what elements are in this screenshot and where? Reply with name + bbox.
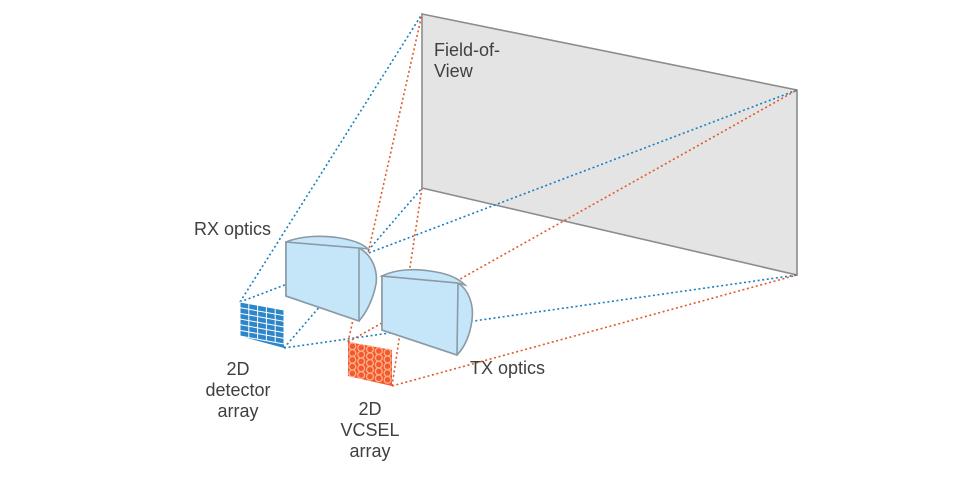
detector-label-line1: 2D <box>226 359 250 379</box>
vcsel-emitter <box>348 362 357 371</box>
detector-grid-row-line <box>239 318 285 328</box>
vcsel-emitter <box>374 360 383 369</box>
vcsel-emitter <box>348 342 357 351</box>
detector-label-line3: array <box>217 401 259 421</box>
tx-optics-label: TX optics <box>470 358 546 378</box>
detector-grid-row-line <box>239 301 285 311</box>
tx-ray-bottom-left <box>391 187 423 387</box>
tx-lens-top-face <box>379 268 468 287</box>
rx-ray-bottom-left <box>283 187 423 349</box>
vcsel-array <box>348 342 392 386</box>
detector-array-label: 2D detector array <box>196 359 280 422</box>
vcsel-emitter <box>383 375 392 384</box>
vcsel-emitter <box>348 348 357 358</box>
vcsel-emitter <box>365 358 375 368</box>
tx-ray-top-right <box>347 89 798 343</box>
vcsel-array-label: 2D VCSEL array <box>330 399 410 462</box>
vcsel-emitter <box>357 364 366 373</box>
tx-optics-lens <box>379 268 474 357</box>
vcsel-array-emitters <box>348 342 392 384</box>
detector-grid-row-line <box>239 329 285 339</box>
detector-grid-row-line <box>239 312 285 322</box>
detector-array-cells <box>239 301 285 345</box>
vcsel-emitter <box>383 355 392 364</box>
rx-optics-lens <box>285 235 378 323</box>
detector-label-line2: detector <box>205 380 271 400</box>
detector-grid-row-line <box>239 324 285 334</box>
vcsel-emitter <box>374 374 383 383</box>
vcsel-emitter <box>348 369 357 378</box>
vcsel-emitter <box>383 368 392 378</box>
rx-ray-bottom-right <box>283 274 798 349</box>
tx-lens-front-face <box>381 275 459 357</box>
rx-ray-top-left <box>239 13 423 303</box>
vcsel-emitter <box>374 346 383 356</box>
vcsel-emitter <box>383 362 392 371</box>
detector-array <box>239 301 285 348</box>
field-of-view-label-line1: Field-of- <box>434 40 501 60</box>
vcsel-label-line3: array <box>349 441 391 461</box>
vcsel-emitter <box>357 357 366 366</box>
field-of-view-label: Field-of- View <box>434 40 500 82</box>
vcsel-emitter <box>365 365 375 374</box>
vcsel-emitter <box>357 350 366 359</box>
vcsel-emitter <box>374 353 383 362</box>
vcsel-emitter <box>365 372 375 381</box>
vcsel-emitter <box>357 370 366 380</box>
rx-optics-label: RX optics <box>194 219 272 239</box>
detector-grid-row-line <box>239 307 285 317</box>
vcsel-emitter <box>365 352 375 361</box>
detector-grid-row-line <box>239 335 285 345</box>
vcsel-emitter <box>365 345 375 354</box>
rx-lens-top-face <box>285 235 371 251</box>
vcsel-label-line1: 2D <box>358 399 382 419</box>
vcsel-emitter <box>348 355 357 364</box>
field-of-view-label-line2: View <box>434 61 473 81</box>
vcsel-emitter <box>374 367 383 376</box>
vcsel-label-line2: VCSEL <box>340 420 400 440</box>
vcsel-emitter <box>357 343 366 352</box>
rx-lens-front-face <box>285 241 360 323</box>
vcsel-emitter <box>383 348 392 357</box>
tx-ray-bottom-right <box>391 274 798 387</box>
rx-ray-lines <box>239 13 798 349</box>
